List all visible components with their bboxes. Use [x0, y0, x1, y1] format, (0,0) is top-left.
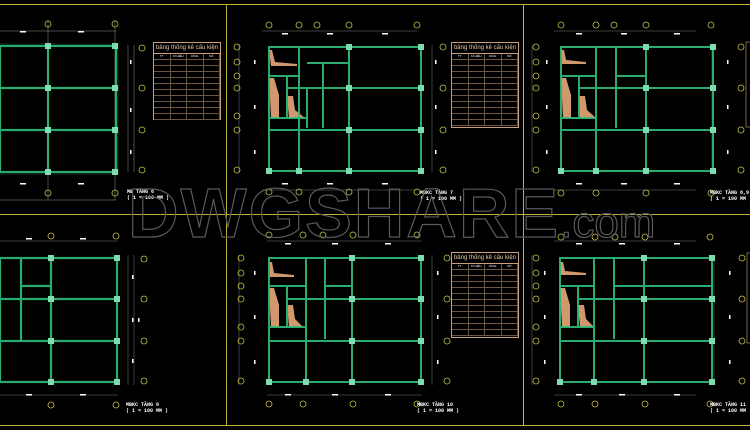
table-title: bảng thống kê cấu kiện — [452, 43, 518, 54]
sheet-title: MBKC TẦNG 11 ( 1 = 100 MM ) — [710, 402, 750, 414]
sheet-title: MBKC TẦNG 10 ( 1 = 100 MM ) — [417, 402, 460, 414]
sheet-title: MBKC TẦNG 6 ( 1 = 100 MM ) — [126, 402, 169, 414]
floor-plan-drawing — [531, 21, 750, 197]
sheet-title: MBKC TẦNG 8,9 ( 1 = 100 MM ) — [710, 190, 750, 202]
frame-middle — [0, 214, 750, 215]
table-title: bảng thống kê cấu kiện — [154, 43, 220, 54]
floor-plan-drawing — [237, 231, 451, 408]
sheet-title: MB TẦNG 6 ( 1 = 100 MM ) — [127, 189, 170, 201]
sheet-floor-plan-6[interactable]: MBKC TẦNG 11 ( 1 = 100 MM ) — [524, 215, 750, 425]
table-title: bảng thống kê cấu kiện — [452, 253, 518, 264]
floor-plan-drawing — [531, 233, 750, 408]
sheet-floor-plan-4[interactable]: MBKC TẦNG 6 ( 1 = 100 MM ) — [0, 215, 226, 425]
frame-divider-2 — [523, 4, 524, 426]
sheet-floor-plan-3[interactable]: MBKC TẦNG 8,9 ( 1 = 100 MM ) — [524, 0, 750, 214]
floor-plan-drawing — [0, 232, 148, 409]
frame-bottom — [0, 425, 750, 426]
frame-divider-1 — [226, 4, 227, 426]
floor-plan-drawing — [0, 20, 146, 201]
floor-plan-drawing — [233, 21, 447, 196]
watermark-logo: DWGSHARE.com — [127, 174, 656, 252]
sheet-title: MBKC TẦNG 7 ( 1 = 100 MM ) — [420, 190, 463, 202]
frame-top — [0, 4, 750, 5]
